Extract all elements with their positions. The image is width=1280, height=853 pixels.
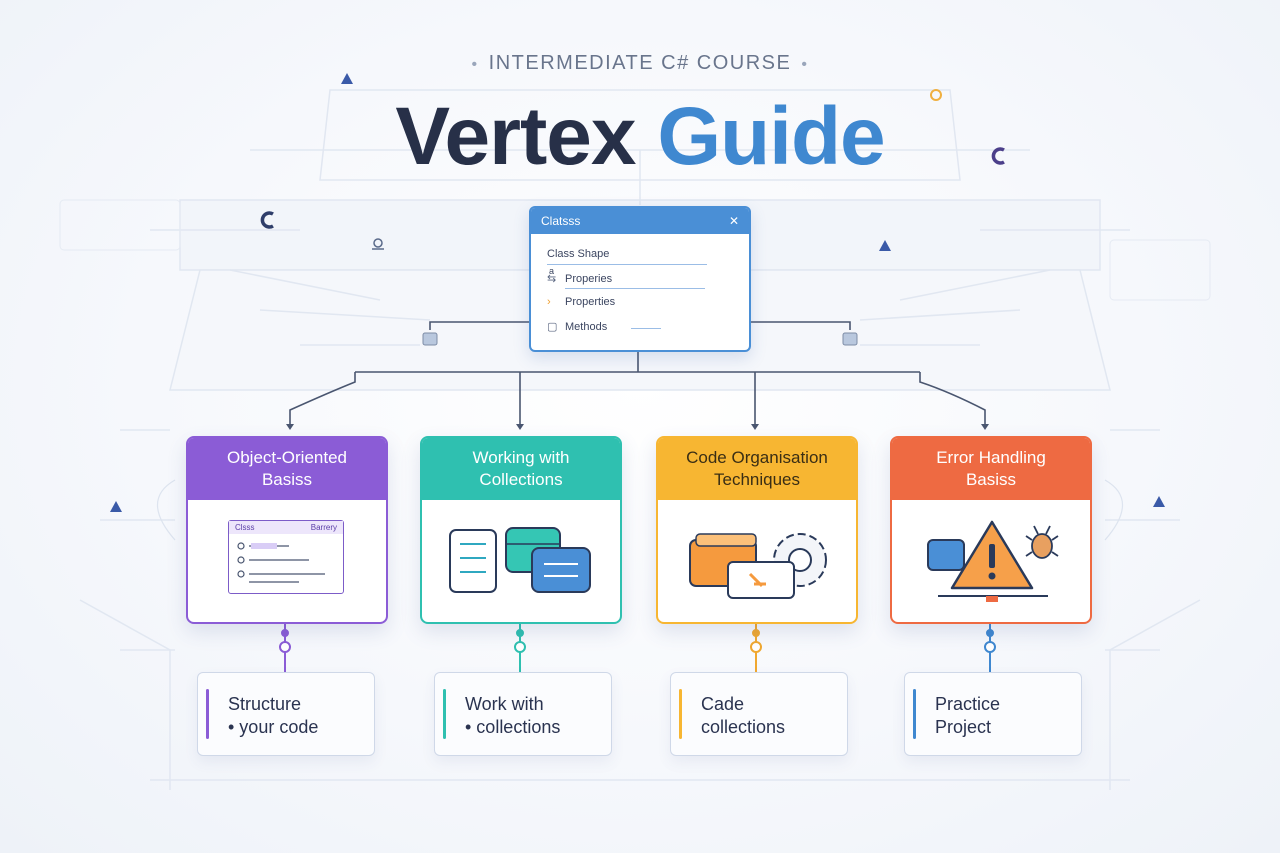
outcome-chip-practice-project[interactable]: Practice Project	[904, 672, 1082, 756]
folder-icon	[927, 539, 965, 571]
module-title-line1: Object-Oriented	[227, 448, 347, 467]
outcome-chip-work-with-collections[interactable]: Work with • collections	[434, 672, 612, 756]
c-letter-icon	[991, 147, 1005, 165]
class-row-extra: a	[549, 266, 555, 276]
module-title-line1: Code Organisation	[686, 448, 828, 467]
link-icon: ⇆	[547, 273, 557, 285]
close-icon[interactable]: ✕	[728, 214, 739, 228]
eyebrow-dot-left: •	[471, 56, 479, 73]
chip-line1: Work with	[465, 694, 544, 714]
chip-text: Work with • collections	[465, 693, 560, 739]
chip-line2: Project	[935, 717, 992, 737]
module-title-line2: Collections	[479, 470, 563, 489]
chip-line1: Structure	[228, 694, 302, 714]
chip-text: Practice Project	[935, 693, 1000, 739]
chip-line1: Practice	[935, 694, 1001, 714]
chip-line2: collections	[701, 717, 786, 737]
module-title-line2: Techniques	[713, 470, 800, 489]
class-row-shape: Class Shape	[547, 248, 609, 260]
chip-text: Structure • your code	[228, 693, 318, 739]
chip-accent-bar	[679, 689, 682, 739]
module-title-line1: Error Handling	[936, 448, 1046, 467]
collections-icon	[449, 527, 591, 593]
title-part-2: Guide	[657, 91, 885, 182]
class-window-title: Clatsss	[541, 214, 581, 228]
title-part-1: Vertex	[395, 91, 636, 182]
method-icon: ▢	[547, 321, 558, 333]
module-title-line2: Basiss	[261, 470, 313, 489]
class-row-label: Class Shape	[547, 248, 610, 260]
module-title-line1: Working with	[472, 448, 570, 467]
outcome-chip-cade-collections[interactable]: Cade collections	[670, 672, 848, 756]
triangle-icon	[341, 73, 353, 84]
chip-line2: • collections	[465, 717, 561, 737]
course-eyebrow: • INTERMEDIATE C# COURSE •	[0, 52, 1280, 75]
mini-window-icon: Clsss Barrery	[228, 520, 344, 594]
class-row-properties: › Properties	[547, 296, 615, 308]
triangle-icon	[879, 240, 891, 251]
triangle-icon	[110, 501, 122, 512]
settings-icon	[372, 238, 384, 250]
eyebrow-text: INTERMEDIATE C# COURSE	[488, 52, 792, 74]
chevron-right-icon: ›	[547, 296, 551, 308]
c-letter-icon	[260, 211, 274, 229]
class-row-label: Properties	[565, 296, 616, 308]
settings-icon	[930, 89, 942, 101]
chip-line2: • your code	[228, 717, 319, 737]
chip-accent-bar	[913, 689, 916, 739]
chip-accent-bar	[206, 689, 209, 739]
triangle-icon	[1153, 496, 1165, 507]
warning-illustration	[927, 520, 1059, 602]
module-card-illustration: Clsss Barrery	[188, 500, 386, 622]
module-title-line2: Basiss	[965, 470, 1017, 489]
class-window: Clatsss ✕ Class Shape a ⇆ Properies › Prop…	[529, 206, 751, 352]
eyebrow-dot-right: •	[801, 56, 809, 73]
page-title: Vertex Guide	[0, 92, 1280, 182]
class-row-methods: ▢ Methods	[547, 320, 607, 333]
chip-line1: Cade	[701, 694, 745, 714]
chip-text: Cade collections	[701, 693, 785, 739]
class-row-properies: ⇆ Properies	[547, 272, 612, 285]
class-row-label: Properies	[565, 273, 613, 285]
outcome-chip-structure[interactable]: Structure • your code	[197, 672, 375, 756]
folder-gear-icon	[689, 533, 827, 599]
mini-window-label-right: Barrery	[310, 523, 337, 532]
mini-window-label-left: Clsss	[235, 523, 255, 532]
class-row-label: Methods	[565, 321, 608, 333]
class-window-titlebar: Clatsss ✕	[531, 208, 749, 234]
chip-accent-bar	[443, 689, 446, 739]
bug-icon	[1025, 525, 1059, 559]
